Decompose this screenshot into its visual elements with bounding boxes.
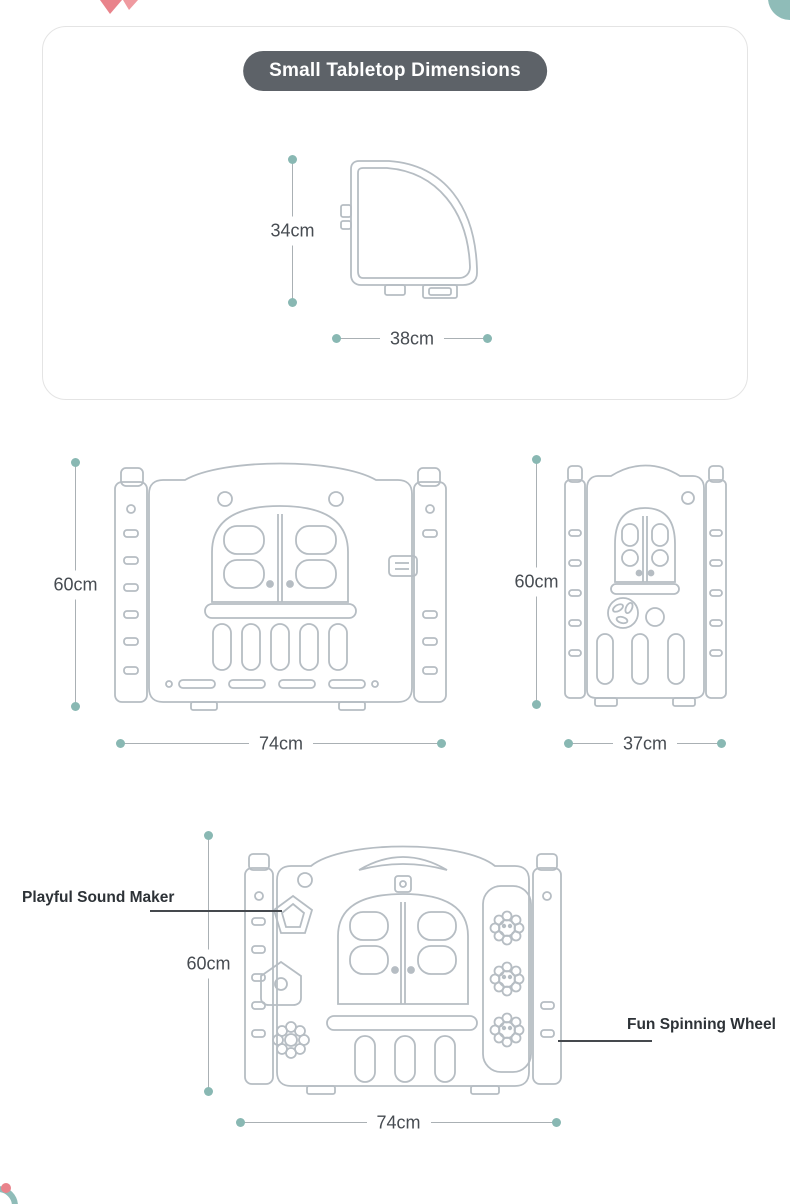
dimension-endpoint-dot — [332, 334, 341, 343]
dimension-label: 37cm — [612, 733, 678, 754]
right-hinge-post — [705, 465, 727, 699]
left-hinge-post — [564, 465, 586, 699]
tabletop-dimensions-box: Small Tabletop Dimensions — [42, 26, 748, 400]
section-title-badge: Small Tabletop Dimensions — [243, 51, 547, 91]
dimension-label: 38cm — [379, 328, 445, 349]
dimension-endpoint-dot — [204, 1087, 213, 1096]
right-hinge-post — [532, 853, 562, 1085]
bottom-slots — [165, 679, 379, 689]
dimension-endpoint-dot — [532, 455, 541, 464]
dimension-endpoint-dot — [552, 1118, 561, 1127]
dimension-endpoint-dot — [204, 831, 213, 840]
dimension-label: 34cm — [265, 216, 320, 246]
dimension-endpoint-dot — [116, 739, 125, 748]
tabletop-panel-drawing — [323, 155, 498, 315]
left-hinge-post — [114, 467, 148, 703]
dimension-feature-panel-width: 74cm — [236, 1112, 561, 1133]
arch-double-door — [326, 893, 478, 1031]
callout-fun-spinning-wheel: Fun Spinning Wheel — [627, 1016, 776, 1033]
dimension-endpoint-dot — [288, 155, 297, 164]
dimension-tabletop-width: 38cm — [332, 328, 492, 349]
dimension-large-panel-width: 74cm — [116, 733, 446, 754]
dimension-endpoint-dot — [71, 702, 80, 711]
gear-flower-icon — [272, 1021, 310, 1059]
birdhouse-icon — [260, 960, 302, 1006]
bottom-feet — [190, 701, 366, 711]
dimension-small-panel-height: 60cm — [509, 455, 564, 709]
feature-panel-drawing — [243, 828, 563, 1098]
bottom-feet — [384, 284, 458, 299]
dimension-label: 60cm — [509, 567, 564, 597]
corner-decoration-top-right — [768, 0, 790, 20]
arch-double-door — [610, 507, 680, 595]
spinning-gear-icon — [489, 961, 525, 997]
callout-line-right — [558, 1040, 652, 1042]
spinning-gear-icon — [489, 1012, 525, 1048]
callout-playful-sound-maker: Playful Sound Maker — [22, 889, 175, 906]
bottom-feet — [594, 697, 696, 707]
leaf-rosette-icon — [607, 597, 639, 629]
dimension-endpoint-dot — [532, 700, 541, 709]
panel-body — [276, 845, 530, 1087]
quarter-round-panel — [350, 160, 478, 286]
callout-line-left — [150, 910, 282, 912]
panel-body — [148, 462, 413, 703]
dimension-label: 60cm — [181, 949, 236, 978]
round-knob — [645, 607, 665, 627]
spinning-gear-icon — [489, 910, 525, 946]
dimension-small-panel-width: 37cm — [564, 733, 726, 754]
slot-ovals — [354, 1035, 456, 1083]
dimension-label: 74cm — [366, 1112, 431, 1133]
door-latch — [388, 555, 418, 577]
dimension-large-panel-height: 60cm — [48, 458, 103, 711]
dimension-feature-panel-height: 60cm — [181, 831, 236, 1096]
dimension-label: 74cm — [248, 733, 314, 754]
dimension-label: 60cm — [48, 570, 103, 599]
dimension-endpoint-dot — [71, 458, 80, 467]
carry-handle-cutout — [358, 856, 448, 893]
slot-ovals — [596, 633, 685, 685]
side-hinge-tabs — [340, 204, 352, 230]
dimension-endpoint-dot — [483, 334, 492, 343]
large-panel-drawing — [113, 452, 448, 712]
left-hinge-post — [244, 853, 274, 1085]
dimension-endpoint-dot — [236, 1118, 245, 1127]
pentagon-sound-maker-icon — [272, 872, 314, 934]
dimension-tabletop-height: 34cm — [265, 155, 320, 307]
corner-decoration-top-left — [100, 0, 138, 14]
corner-decoration-bottom-left — [0, 1183, 18, 1204]
right-hinge-post — [413, 467, 447, 703]
dimension-endpoint-dot — [288, 298, 297, 307]
dimension-endpoint-dot — [564, 739, 573, 748]
bottom-feet — [306, 1085, 500, 1095]
slot-ovals — [212, 623, 348, 671]
spinning-wheel-strip — [482, 885, 532, 1073]
small-panel-drawing — [563, 450, 728, 712]
dimension-endpoint-dot — [717, 739, 726, 748]
arch-double-door — [204, 505, 357, 619]
dimension-endpoint-dot — [437, 739, 446, 748]
